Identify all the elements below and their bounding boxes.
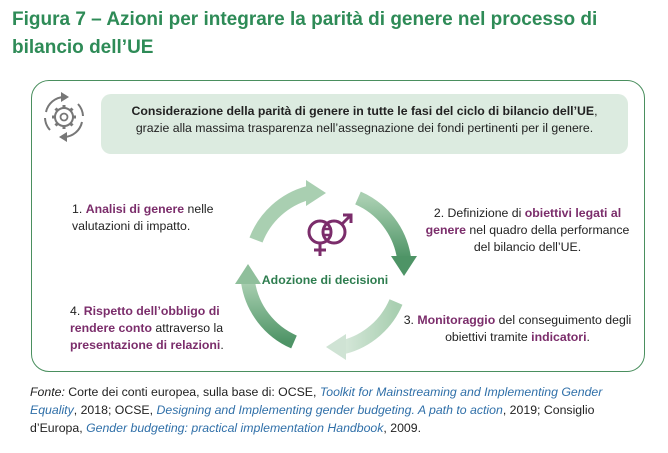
source-ref-1[interactable]: Toolkit for Mainstreaming and Implementi…	[30, 385, 603, 417]
center-label: Adozione di decisioni	[261, 273, 389, 287]
arrowhead-left	[235, 264, 261, 284]
step-4-highlight-2: presentazione di relazioni	[70, 338, 221, 352]
step-2-suffix: nel quadro della performance del bilanci…	[465, 223, 630, 254]
gender-equality-icon	[307, 213, 353, 256]
arrowhead-bottom	[326, 334, 346, 360]
banner-box: Considerazione della parità di genere in…	[101, 94, 628, 154]
step-4-text: 4. Rispetto dell’obbligo di rendere cont…	[70, 303, 260, 354]
step-3-middle: del conseguimento degli obiettivi tramit…	[445, 313, 632, 344]
source-text-2: , 2018; OCSE,	[73, 403, 157, 417]
source-ref-2[interactable]: Designing and Implementing gender budget…	[156, 403, 503, 417]
step-1-suffix: nelle valutazioni di impatto.	[72, 202, 214, 233]
arrowhead-top	[306, 180, 326, 206]
source-text-1: Corte dei conti europea, sulla base di: …	[64, 385, 320, 399]
source-text-3: , 2019; Consiglio d’Europa,	[30, 403, 595, 435]
arrow-left	[241, 280, 298, 349]
step-1-text: 1. Analisi di genere nelle valutazioni d…	[72, 201, 242, 235]
step-1-highlight: Analisi di genere	[85, 202, 185, 216]
step-4-highlight: Rispetto dell’obbligo di rendere conto	[70, 304, 220, 335]
arrowhead-right	[391, 256, 417, 276]
step-3-prefix: 3.	[403, 313, 418, 327]
step-2-prefix: 2. Definizione di	[433, 206, 525, 220]
source-ref-3[interactable]: Gender budgeting: practical implementati…	[86, 421, 384, 435]
source-label: Fonte:	[30, 385, 65, 399]
arrow-top	[249, 186, 311, 243]
step-3-highlight: Monitoraggio	[417, 313, 496, 327]
step-2-text: 2. Definizione di obiettivi legati al ge…	[420, 205, 635, 256]
banner-bold-text: Considerazione della parità di genere in…	[131, 104, 595, 118]
step-4-suffix: .	[220, 338, 224, 352]
step-1-prefix: 1.	[72, 202, 86, 216]
source-text-4: , 2009.	[383, 421, 422, 435]
step-3-suffix: .	[586, 330, 590, 344]
step-2-highlight: obiettivi legati al genere	[425, 206, 622, 237]
step-4-prefix: 4.	[70, 304, 84, 318]
arrow-bottom	[341, 299, 403, 354]
diagram-frame	[31, 80, 645, 372]
banner-text: , grazie alla massima trasparenza nell’a…	[135, 104, 598, 135]
step-3-text: 3. Monitoraggio del conseguimento degli …	[400, 312, 635, 346]
step-3-highlight-2: indicatori	[531, 330, 587, 344]
cycle-arrows	[235, 180, 417, 360]
figure-title: Figura 7 – Azioni per integrare la parit…	[12, 9, 598, 58]
arrow-right	[354, 191, 411, 260]
step-4-middle: attraverso la	[152, 321, 224, 335]
source-note: Fonte: Corte dei conti europea, sulla ba…	[30, 383, 650, 437]
gear-cycle-icon	[38, 90, 90, 144]
